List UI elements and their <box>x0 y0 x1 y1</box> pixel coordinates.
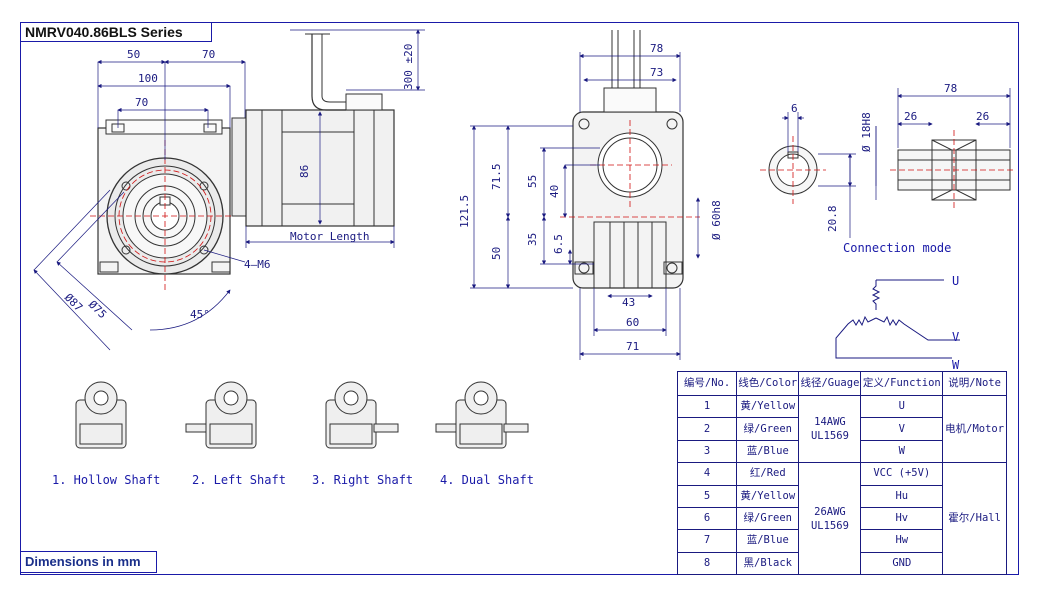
shaft-dim-18: Ø 18H8 <box>860 112 873 152</box>
gauge-hall-line1: 26AWG <box>814 505 846 518</box>
motor-length-label: Motor Length <box>290 230 369 243</box>
side-dim-50: 50 <box>490 247 503 260</box>
cell-no: 7 <box>676 529 738 553</box>
cell-function: Hw <box>860 529 944 553</box>
shaft-option-right-label: 3. Right Shaft <box>312 473 413 487</box>
cell-function: U <box>860 394 944 419</box>
cell-function: V <box>860 417 944 441</box>
cell-color: 绿/Green <box>736 506 800 531</box>
wiring-table-header: 编号/No. 线色/Color 线径/Guage 定义/Function 说明/… <box>676 371 1007 396</box>
cell-no: 3 <box>676 439 738 464</box>
dim-300: 300 ±20 <box>402 44 415 90</box>
cell-no: 6 <box>676 506 738 531</box>
dim-50: 50 <box>127 48 140 61</box>
phase-u-label: U <box>952 274 959 288</box>
cell-function: VCC (+5V) <box>860 462 944 486</box>
cell-no: 2 <box>676 417 738 441</box>
shaft-dim-78: 78 <box>944 82 957 95</box>
cell-no: 4 <box>676 462 738 486</box>
side-dim-43: 43 <box>622 296 635 309</box>
side-dim-71: 71 <box>626 340 639 353</box>
cell-color: 黄/Yellow <box>736 394 800 419</box>
shaft-option-dual-label: 4. Dual Shaft <box>440 473 534 487</box>
table-row: 7 蓝/Blue Hw <box>676 529 1007 553</box>
gauge-hall-line2: UL1569 <box>810 519 849 532</box>
motor-body <box>231 33 395 227</box>
side-dim-55: 55 <box>526 175 539 188</box>
side-dim-35: 35 <box>526 233 539 246</box>
side-dim-71-5: 71.5 <box>490 164 503 191</box>
cell-no: 8 <box>676 551 738 576</box>
cell-color: 蓝/Blue <box>736 529 800 553</box>
cell-function: GND <box>860 551 944 576</box>
table-row: 6 绿/Green Hv <box>676 506 1007 531</box>
cell-function: W <box>860 439 944 464</box>
shaft-dim-26-left: 26 <box>904 110 917 123</box>
table-row: 8 黑/Black GND <box>676 551 1007 576</box>
table-row: 1 黄/Yellow 14AWG UL1569 U 电机/Motor <box>676 394 1007 464</box>
table-row: 5 黄/Yellow Hu <box>676 484 1007 508</box>
header-color: 线色/Color <box>736 371 800 396</box>
cell-color: 绿/Green <box>736 417 800 441</box>
cell-function: Hv <box>860 506 944 531</box>
drawing-frame <box>20 22 1019 575</box>
cell-color: 黄/Yellow <box>736 484 800 508</box>
cell-function: Hu <box>860 484 944 508</box>
shaft-option-hollow-drawing <box>75 381 127 449</box>
shaft-dim-6: 6 <box>791 102 798 115</box>
shaft-option-right-drawing <box>325 381 399 449</box>
cell-color: 黑/Black <box>736 551 800 576</box>
side-view <box>572 30 684 289</box>
shaft-dim-20-8: 20.8 <box>826 206 839 233</box>
cell-color: 红/Red <box>736 462 800 486</box>
wiring-table: 编号/No. 线色/Color 线径/Guage 定义/Function 说明/… <box>676 371 1007 576</box>
cell-no: 1 <box>676 394 738 419</box>
dim-dia-75: Ø75 <box>86 298 109 321</box>
connection-mode-label: Connection mode <box>843 241 951 255</box>
header-no: 编号/No. <box>676 371 738 396</box>
dim-dia-87: Ø87 <box>62 291 85 314</box>
side-dim-bore: Ø 60h8 <box>710 200 723 240</box>
dim-70: 70 <box>135 96 148 109</box>
units-note: Dimensions in mm <box>20 551 157 573</box>
side-dim-6-5: 6.5 <box>552 234 565 254</box>
bolt-label: 4—M6 <box>244 258 271 271</box>
side-dim-60: 60 <box>626 316 639 329</box>
side-dim-40: 40 <box>548 185 561 198</box>
cell-note-motor: 电机/Motor <box>942 394 1007 464</box>
dim-45-degrees: 45° <box>190 308 210 321</box>
gauge-motor-line2: UL1569 <box>810 430 849 443</box>
side-dim-121-5: 121.5 <box>458 195 471 228</box>
shaft-option-hollow-label: 1. Hollow Shaft <box>52 473 160 487</box>
phase-v-label: V <box>952 330 959 344</box>
side-dim-73: 73 <box>650 66 663 79</box>
drawing-title: NMRV040.86BLS Series <box>20 22 212 42</box>
shaft-option-left-drawing <box>185 381 257 449</box>
dim-86: 86 <box>298 165 311 178</box>
header-gauge: 线径/Guage <box>798 371 862 396</box>
cell-note-hall: 霍尔/Hall <box>942 462 1007 575</box>
shaft-dim-26-right: 26 <box>976 110 989 123</box>
cell-gauge-motor: 14AWG UL1569 <box>798 394 862 464</box>
front-view <box>97 119 231 275</box>
star-connection-diagram <box>835 279 960 359</box>
cell-color: 蓝/Blue <box>736 439 800 464</box>
gauge-motor-line1: 14AWG <box>814 416 846 429</box>
shaft-option-dual-drawing <box>435 381 529 449</box>
side-dim-78: 78 <box>650 42 663 55</box>
header-note: 说明/Note <box>942 371 1007 396</box>
table-row: 4 红/Red 26AWG UL1569 VCC (+5V) 霍尔/Hall <box>676 462 1007 575</box>
cell-no: 5 <box>676 484 738 508</box>
header-function: 定义/Function <box>860 371 944 396</box>
dim-70-top: 70 <box>202 48 215 61</box>
cell-gauge-hall: 26AWG UL1569 <box>798 462 862 575</box>
dim-100: 100 <box>138 72 158 85</box>
phase-w-label: W <box>952 358 960 372</box>
shaft-option-left-label: 2. Left Shaft <box>192 473 286 487</box>
